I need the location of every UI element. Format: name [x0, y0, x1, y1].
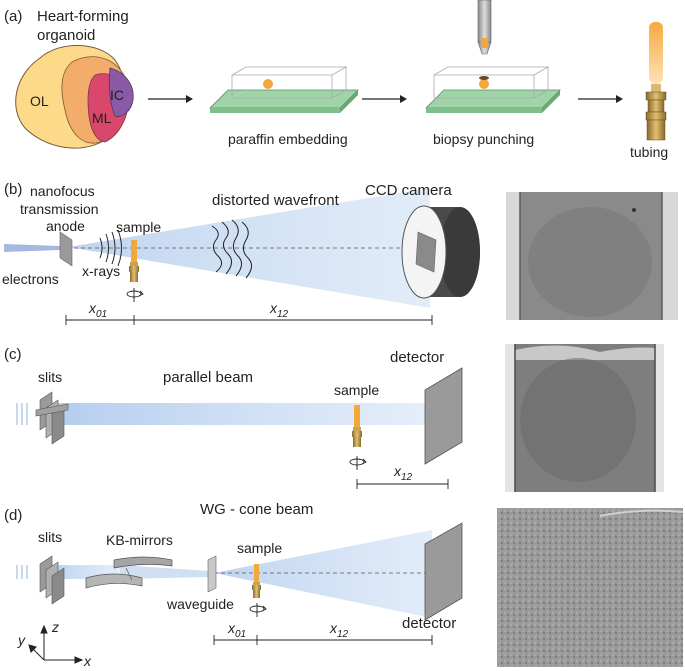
axis-x-label: x: [83, 653, 92, 669]
electrons-label: electrons: [2, 271, 59, 287]
beam-d: [16, 530, 435, 618]
x12-label-b: x12: [269, 300, 289, 320]
sample-d: [252, 564, 261, 598]
sample-b: [129, 240, 139, 282]
projection-image-c: [505, 344, 664, 492]
slits-c: [35, 391, 69, 445]
region-ic: IC: [110, 87, 124, 103]
organoid-illustration: OL IC ML: [15, 45, 134, 149]
biopsy-block: [425, 66, 561, 113]
x12-label-d: x12: [329, 620, 349, 640]
kb-mirrors-label: KB-mirrors: [106, 532, 173, 548]
sample-label-d: sample: [237, 540, 282, 556]
distance-bar-b: [65, 315, 433, 325]
source-label-line2: transmission: [20, 201, 99, 217]
anode-target: [59, 231, 73, 267]
waveguide-label: waveguide: [166, 596, 234, 612]
distorted-wavefront-label: distorted wavefront: [212, 192, 340, 209]
source-label-line3: anode: [46, 218, 85, 234]
sample-label-b: sample: [116, 219, 161, 235]
step-paraffin-embedding: paraffin embedding: [228, 131, 348, 147]
xrays-label: x-rays: [82, 263, 120, 279]
axis-z-label: z: [51, 619, 59, 635]
region-ol: OL: [30, 93, 49, 109]
arrow-3: [578, 95, 623, 103]
slits-label-d: slits: [38, 529, 62, 545]
paraffin-block: [209, 66, 359, 113]
coordinate-axes-icon: [28, 624, 84, 664]
x01-label-d: x01: [227, 620, 246, 640]
axis-y-label: y: [17, 632, 26, 648]
panel-d-label: (d): [4, 507, 22, 524]
sample-c: [352, 405, 362, 447]
organoid-title-line1: Heart-forming: [37, 8, 129, 25]
arrow-1: [148, 95, 193, 103]
rotation-icon-d: [249, 603, 267, 617]
ccd-camera-label: CCD camera: [365, 182, 452, 199]
detector-c: [424, 367, 463, 465]
biopsy-punch-icon: [477, 0, 492, 55]
step-tubing: tubing: [630, 144, 668, 160]
panel-a-label: (a): [4, 8, 22, 25]
waveguide-icon: [207, 555, 217, 593]
cone-beam-b: [4, 188, 440, 308]
slits-label-c: slits: [38, 369, 62, 385]
step-biopsy-punching: biopsy punching: [433, 131, 534, 147]
panel-c-label: (c): [4, 346, 22, 363]
projection-image-b: [506, 192, 678, 320]
ccd-camera-icon: [401, 205, 480, 299]
slits-d: [39, 555, 65, 605]
parallel-beam-label: parallel beam: [163, 369, 253, 386]
region-ml: ML: [92, 110, 112, 126]
distance-bar-c: [356, 479, 449, 489]
sample-label-c: sample: [334, 382, 379, 398]
x01-label-b: x01: [88, 300, 107, 320]
projection-image-d: [497, 508, 684, 667]
distance-bar-d: [213, 635, 433, 645]
detector-label-d: detector: [402, 615, 456, 632]
arrow-2: [362, 95, 407, 103]
parallel-beam: [16, 403, 430, 425]
distorted-wavefront-icon: [211, 219, 252, 279]
rotation-icon-b: [126, 288, 144, 302]
detector-label-c: detector: [390, 349, 444, 366]
detector-d: [424, 522, 463, 621]
wg-cone-beam-title: WG - cone beam: [200, 501, 313, 518]
kb-mirrors-icon: [85, 556, 173, 589]
panel-b-label: (b): [4, 181, 22, 198]
xray-wavefronts: [99, 229, 122, 267]
source-label-line1: nanofocus: [30, 183, 95, 199]
x12-label-c: x12: [393, 463, 413, 483]
organoid-title-line2: organoid: [37, 27, 95, 44]
tubing-icon: [645, 22, 667, 141]
rotation-icon-c: [349, 456, 367, 470]
